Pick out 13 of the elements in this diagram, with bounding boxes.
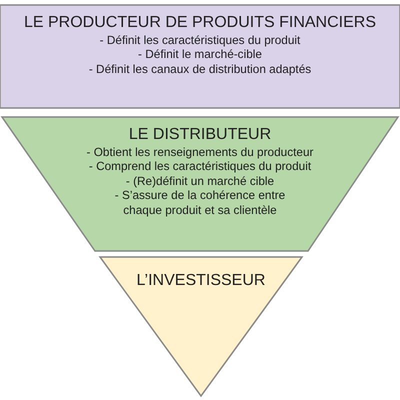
band-title: LE PRODUCTEUR DE PRODUITS FINANCIERS — [24, 13, 376, 33]
bullet-text: - (Re)définit un marché cible — [126, 174, 274, 188]
distributor-trapezoid — [2, 117, 398, 251]
bullet-text: - Comprend les caractéristiques du produit — [88, 159, 312, 174]
bullet-text: - Définit les canaux de distribution adaptés — [88, 62, 312, 76]
band-title: L’INVESTISSEUR — [136, 271, 266, 291]
band-title: LE DISTRIBUTEUR — [128, 125, 272, 145]
bullet-text: - S’assure de la cohérence entre chaque produit et sa clientèle — [114, 188, 286, 218]
bullet-text: - Définit le marché-cible — [138, 47, 262, 62]
producer-band — [0, 5, 400, 108]
investor-triangle — [100, 257, 302, 396]
bullet-text: - Obtient les renseignements du producteur — [86, 145, 314, 160]
bullet-text: - Définit les caractéristiques du produit — [100, 33, 300, 48]
